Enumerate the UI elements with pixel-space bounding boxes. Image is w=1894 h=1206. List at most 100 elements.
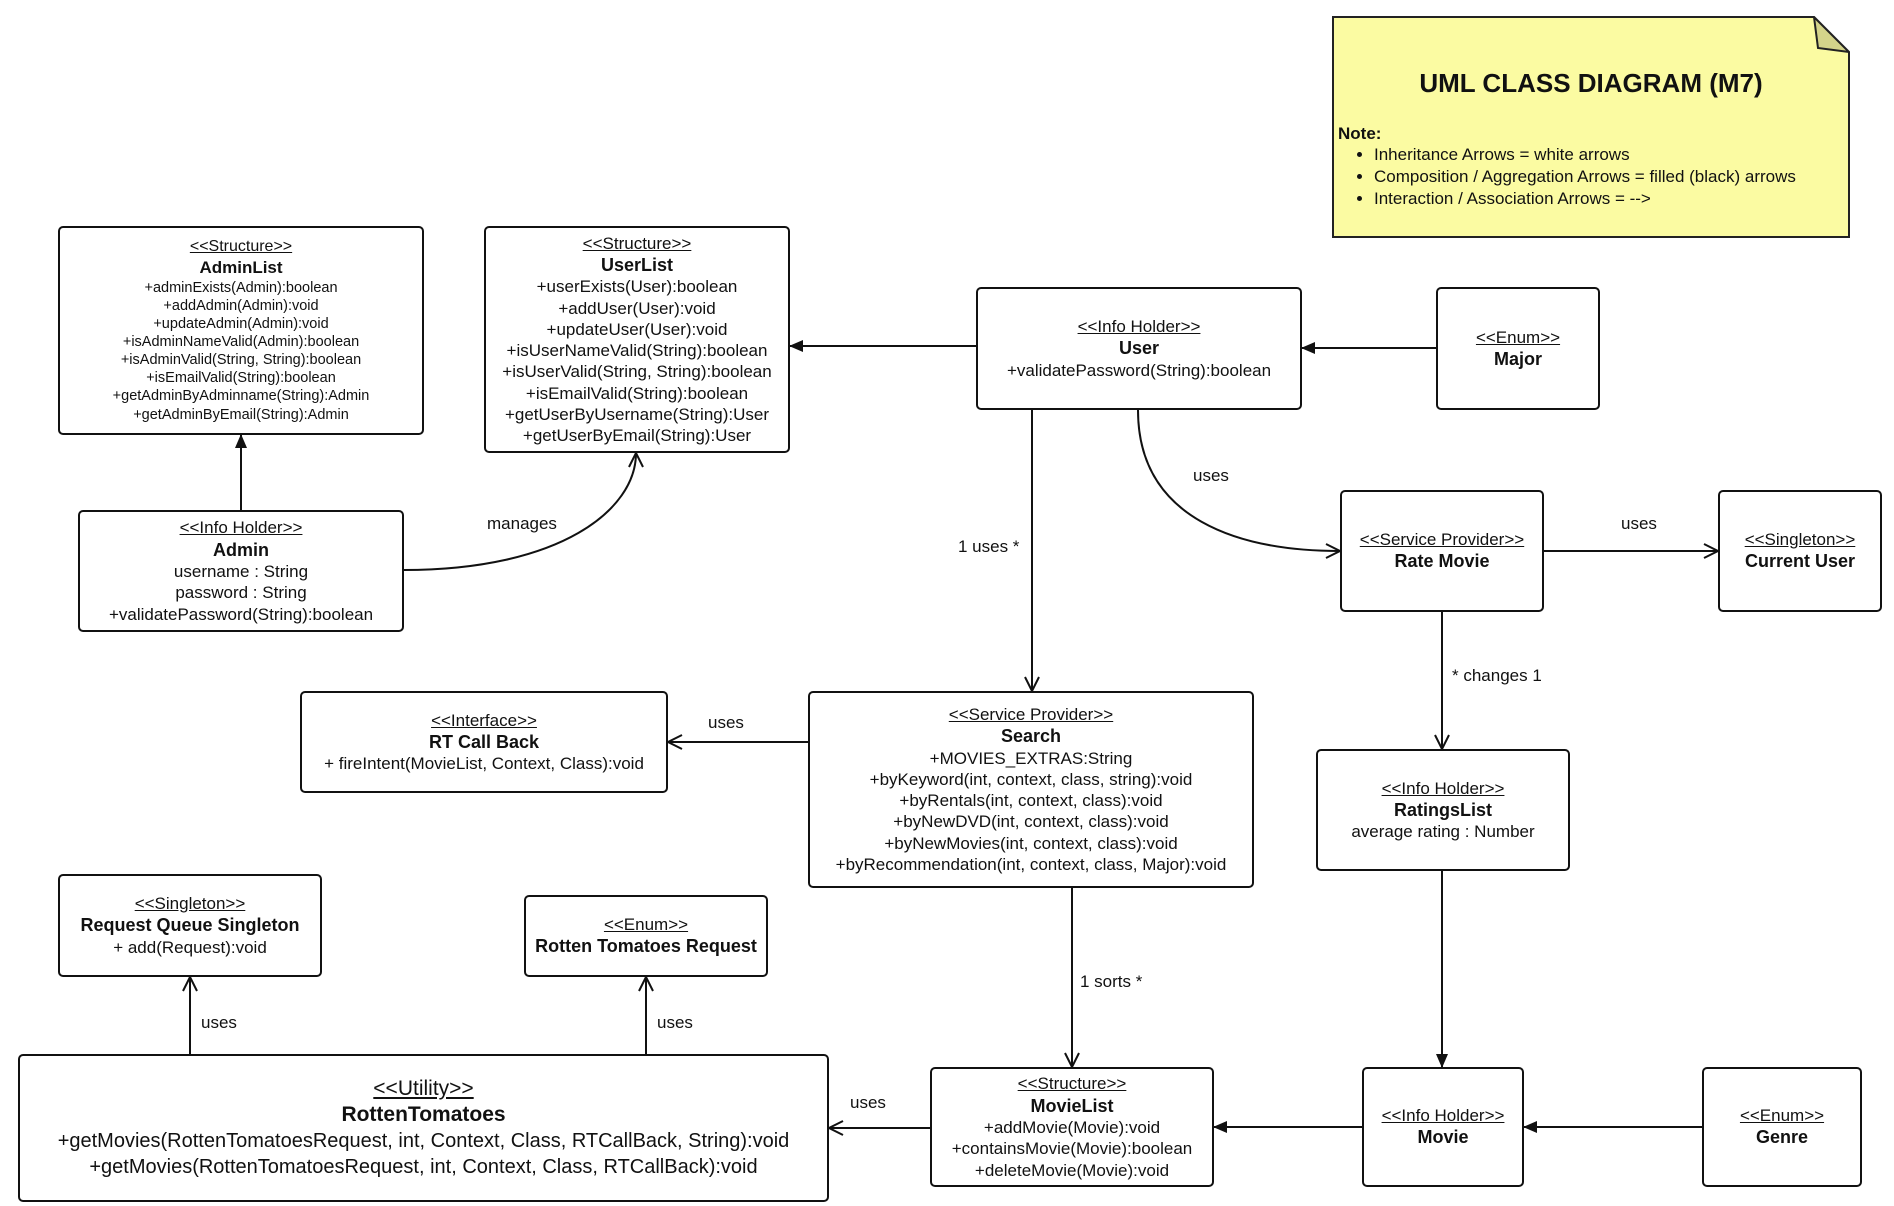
class-member: password : String	[175, 583, 307, 603]
connector-admin-manages-userlist	[403, 453, 636, 571]
note-title: UML CLASS DIAGRAM (M7)	[1419, 68, 1763, 98]
class-name: Major	[1493, 348, 1542, 369]
class-member: +validatePassword(String):boolean	[1006, 360, 1272, 380]
class-movie[interactable]: <<Info Holder>> Movie	[1362, 1067, 1524, 1187]
class-name: Current User	[1744, 551, 1856, 572]
label-user-uses-ratemovie: uses	[1193, 466, 1229, 485]
class-search[interactable]: <<Service Provider>> Search +MOVIES_EXTR…	[808, 691, 1254, 888]
stereotype-label: <<Interface>>	[431, 710, 537, 730]
class-genre[interactable]: <<Enum>> Genre	[1702, 1067, 1862, 1187]
stereotype-label: <<Structure>>	[189, 238, 293, 256]
label-many-changes-one: * changes 1	[1452, 666, 1542, 685]
class-member: +byNewDVD(int, context, class):void	[893, 812, 1169, 832]
class-member: +getAdminByEmail(String):Admin	[133, 406, 349, 423]
class-member: +updateUser(User):void	[546, 319, 728, 339]
class-name: Admin	[213, 539, 269, 560]
class-member: +updateAdmin(Admin):void	[153, 315, 329, 332]
diagram-note: UML CLASS DIAGRAM (M7) Note: Inheritance…	[1332, 16, 1850, 238]
class-user[interactable]: <<Info Holder>> User +validatePassword(S…	[976, 287, 1302, 410]
class-member: +getAdminByAdminname(String):Admin	[112, 388, 370, 405]
class-name: AdminList	[199, 258, 283, 278]
stereotype-label: <<Structure>>	[1017, 1074, 1127, 1094]
class-member: +addUser(User):void	[558, 298, 716, 318]
stereotype-label: <<Enum>>	[1475, 327, 1561, 347]
class-member: +isEmailValid(String):boolean	[146, 370, 336, 387]
class-member: + add(Request):void	[113, 937, 267, 957]
class-member: +getMovies(RottenTomatoesRequest, int, C…	[89, 1156, 758, 1179]
connector-user-uses-ratemovie	[1137, 409, 1340, 551]
class-userlist[interactable]: <<Structure>> UserList +userExists(User)…	[484, 226, 790, 453]
class-name: RT Call Back	[428, 731, 540, 752]
class-rate-movie[interactable]: <<Service Provider>> Rate Movie	[1340, 490, 1544, 612]
class-name: UserList	[600, 254, 674, 275]
class-name: Movie	[1417, 1127, 1469, 1148]
label-one-uses-many: 1 uses *	[958, 537, 1020, 556]
stereotype-label: <<Enum>>	[603, 915, 689, 935]
stereotype-label: <<Enum>>	[1739, 1106, 1825, 1126]
class-member: +byRecommendation(int, context, class, M…	[835, 854, 1227, 874]
stereotype-label: <<Info Holder>>	[1077, 317, 1201, 336]
class-member: +MOVIES_EXTRAS:String	[929, 748, 1133, 768]
stereotype-label: <<Utility>>	[373, 1076, 474, 1100]
stereotype-label: <<Info Holder>>	[1381, 1106, 1505, 1126]
note-shape	[1332, 16, 1850, 238]
class-admin[interactable]: <<Info Holder>> Admin username : String …	[78, 510, 404, 632]
note-item: Composition / Aggregation Arrows = fille…	[1374, 166, 1796, 188]
class-adminlist[interactable]: <<Structure>> AdminList +adminExists(Adm…	[58, 226, 424, 435]
class-name: Rotten Tomatoes Request	[535, 936, 757, 957]
label-movielist-uses-rt: uses	[850, 1093, 886, 1112]
class-member: +isAdminNameValid(Admin):boolean	[122, 334, 360, 350]
class-member: +getUserByEmail(String):User	[522, 426, 752, 446]
class-member: +byNewMovies(int, context, class):void	[884, 833, 1178, 853]
class-member: +byRentals(int, context, class):void	[899, 791, 1163, 811]
stereotype-label: <<Singleton>>	[134, 894, 246, 913]
class-ratingslist[interactable]: <<Info Holder>> RatingsList average rati…	[1316, 749, 1570, 871]
note-subtitle: Note:	[1338, 124, 1382, 143]
class-member: average rating : Number	[1351, 822, 1535, 842]
class-request-queue-singleton[interactable]: <<Singleton>> Request Queue Singleton + …	[58, 874, 322, 977]
class-name: Request Queue Singleton	[80, 915, 300, 936]
stereotype-label: <<Service Provider>>	[1359, 530, 1525, 550]
class-member: + fireIntent(MovieList, Context, Class):…	[324, 754, 644, 774]
class-name: MovieList	[1030, 1095, 1114, 1116]
class-major[interactable]: <<Enum>> Major	[1436, 287, 1600, 410]
class-name: RottenTomatoes	[341, 1103, 506, 1126]
label-one-sorts-many: 1 sorts *	[1080, 972, 1143, 991]
class-member: +getUserByUsername(String):User	[504, 404, 770, 424]
class-member: +isEmailValid(String):boolean	[525, 383, 749, 403]
class-name: RatingsList	[1393, 799, 1492, 820]
class-member: +userExists(User):boolean	[536, 277, 738, 297]
class-member: +isUserNameValid(String):boolean	[506, 341, 768, 361]
note-item: Interaction / Association Arrows = -->	[1374, 188, 1796, 210]
label-rt-uses-rtrequest: uses	[657, 1013, 693, 1032]
label-ratemovie-uses-currentuser: uses	[1621, 514, 1657, 533]
class-name: Rate Movie	[1394, 551, 1490, 572]
stereotype-label: <<Service Provider>>	[948, 704, 1114, 724]
label-manages: manages	[487, 514, 557, 533]
class-member: +isAdminValid(String, String):boolean	[120, 352, 362, 369]
note-list: Inheritance Arrows = white arrows Compos…	[1338, 144, 1796, 210]
class-member: +validatePassword(String):boolean	[108, 604, 374, 624]
stereotype-label: <<Info Holder>>	[179, 518, 303, 538]
class-movielist[interactable]: <<Structure>> MovieList +addMovie(Movie)…	[930, 1067, 1214, 1187]
class-current-user[interactable]: <<Singleton>> Current User	[1718, 490, 1882, 612]
class-name: User	[1118, 338, 1160, 359]
class-member: +getMovies(RottenTomatoesRequest, int, C…	[57, 1130, 790, 1153]
class-member: +isUserValid(String, String):boolean	[502, 362, 772, 382]
class-member: +addMovie(Movie):void	[983, 1118, 1161, 1137]
class-name: Genre	[1755, 1127, 1809, 1148]
stereotype-label: <<Structure>>	[582, 233, 692, 253]
class-name: Search	[1000, 726, 1062, 747]
class-member: +deleteMovie(Movie):void	[974, 1160, 1170, 1180]
stereotype-label: <<Singleton>>	[1744, 530, 1856, 550]
stereotype-label: <<Info Holder>>	[1381, 778, 1505, 798]
label-search-uses-rtcallback: uses	[708, 713, 744, 732]
class-rt-call-back[interactable]: <<Interface>> RT Call Back + fireIntent(…	[300, 691, 668, 793]
class-rotten-tomatoes-request[interactable]: <<Enum>> Rotten Tomatoes Request	[524, 895, 768, 977]
class-member: username : String	[173, 562, 309, 581]
class-rottentomatoes[interactable]: <<Utility>> RottenTomatoes +getMovies(Ro…	[18, 1054, 829, 1202]
class-member: +byKeyword(int, context, class, string):…	[869, 769, 1193, 789]
class-member: +adminExists(Admin):boolean	[144, 279, 338, 296]
note-item: Inheritance Arrows = white arrows	[1374, 144, 1796, 166]
